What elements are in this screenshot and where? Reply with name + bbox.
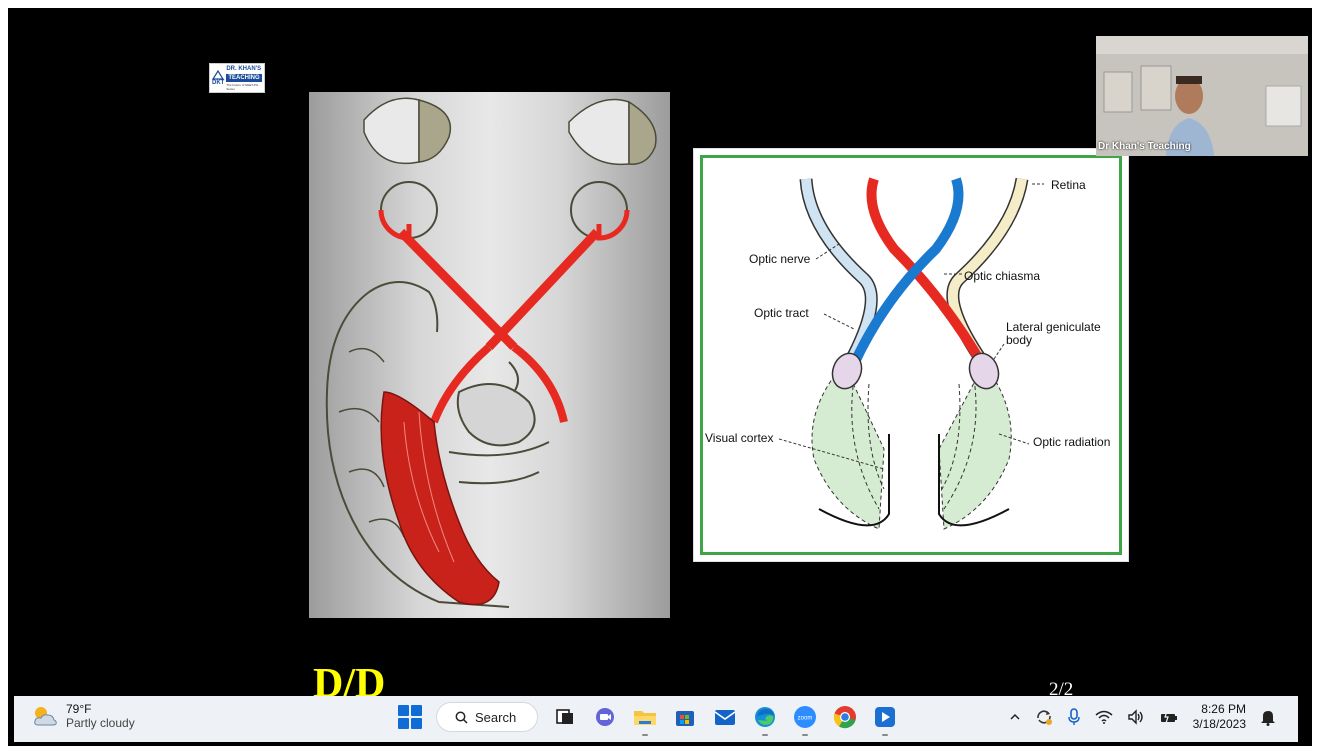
windows-logo-q3 <box>398 718 409 729</box>
weather-condition: Partly cloudy <box>66 716 135 730</box>
zoom-running-dot <box>802 734 808 736</box>
taskbar-search[interactable]: Search <box>436 702 538 732</box>
webcam-name: Dr Khan's Teaching <box>1098 141 1191 152</box>
wifi-icon[interactable] <box>1095 709 1113 725</box>
window-frame: DKT DR. KHAN'S TEACHING The Future of NE… <box>8 8 1312 746</box>
label-retina: Retina <box>1051 178 1086 192</box>
microsoft-store-icon[interactable] <box>672 704 698 730</box>
logo-line1: DR. KHAN'S <box>226 66 262 73</box>
windows-logo-q4 <box>411 718 422 729</box>
mail-icon[interactable] <box>712 704 738 730</box>
weather-widget[interactable]: 79°F Partly cloudy <box>32 702 135 730</box>
battery-icon[interactable] <box>1159 710 1179 724</box>
chevron-up-icon[interactable] <box>1009 711 1021 723</box>
search-label: Search <box>475 710 516 725</box>
microphone-icon[interactable] <box>1067 708 1081 726</box>
zoom-icon[interactable]: zoom <box>792 704 818 730</box>
windows-logo-q1 <box>398 705 409 716</box>
label-lgb: Lateral geniculatebody <box>1006 321 1101 347</box>
teams-chat-icon[interactable] <box>592 704 618 730</box>
search-icon <box>455 711 468 724</box>
label-optic-nerve: Optic nerve <box>749 252 810 266</box>
chrome-icon[interactable] <box>832 704 858 730</box>
volume-icon[interactable] <box>1127 709 1145 725</box>
logo-mark-text: DKT <box>212 80 224 86</box>
label-optic-chiasma: Optic chiasma <box>964 269 1040 283</box>
edge-icon[interactable] <box>752 704 778 730</box>
system-clock[interactable]: 8:26 PM 3/18/2023 <box>1193 702 1246 732</box>
file-explorer-icon[interactable] <box>632 704 658 730</box>
start-button[interactable] <box>398 705 422 729</box>
weather-temp: 79°F <box>66 702 135 716</box>
webcam-video-tile[interactable]: Dr Khan's Teaching <box>1096 36 1308 156</box>
logo-tagline: The Future of NEET-PG Series <box>226 83 262 91</box>
label-lgb-line1: Lateral geniculate <box>1006 320 1101 334</box>
edge-running-dot <box>762 734 768 736</box>
visual-pathway-diagram: Retina Optic nerve Optic chiasma Optic t… <box>693 148 1129 562</box>
clock-date: 3/18/2023 <box>1193 717 1246 732</box>
brain-visual-pathway-image <box>309 92 670 618</box>
logo-mark-icon: DKT <box>212 67 224 89</box>
label-optic-radiation: Optic radiation <box>1033 435 1110 449</box>
label-lgb-line2: body <box>1006 333 1032 347</box>
partly-cloudy-icon <box>32 705 58 727</box>
system-tray: 8:26 PM 3/18/2023 <box>1009 702 1276 732</box>
label-visual-cortex: Visual cortex <box>705 431 773 445</box>
label-optic-tract: Optic tract <box>754 306 809 320</box>
logo-line2: TEACHING <box>226 74 262 82</box>
clock-time: 8:26 PM <box>1201 702 1246 717</box>
media-player-running-dot <box>882 734 888 736</box>
sync-icon[interactable] <box>1035 708 1053 726</box>
taskbar: 79°F Partly cloudy Search <box>14 696 1298 742</box>
dr-khans-logo: DKT DR. KHAN'S TEACHING The Future of NE… <box>209 63 265 93</box>
media-player-icon[interactable] <box>872 704 898 730</box>
notification-bell-icon[interactable] <box>1260 708 1276 726</box>
taskbar-center: Search zoom <box>398 702 898 732</box>
task-view-icon[interactable] <box>552 704 578 730</box>
file-explorer-running-dot <box>642 734 648 736</box>
shared-screen: DKT DR. KHAN'S TEACHING The Future of NE… <box>24 28 1308 706</box>
svg-text:zoom: zoom <box>798 716 813 722</box>
windows-logo-q2 <box>411 705 422 716</box>
